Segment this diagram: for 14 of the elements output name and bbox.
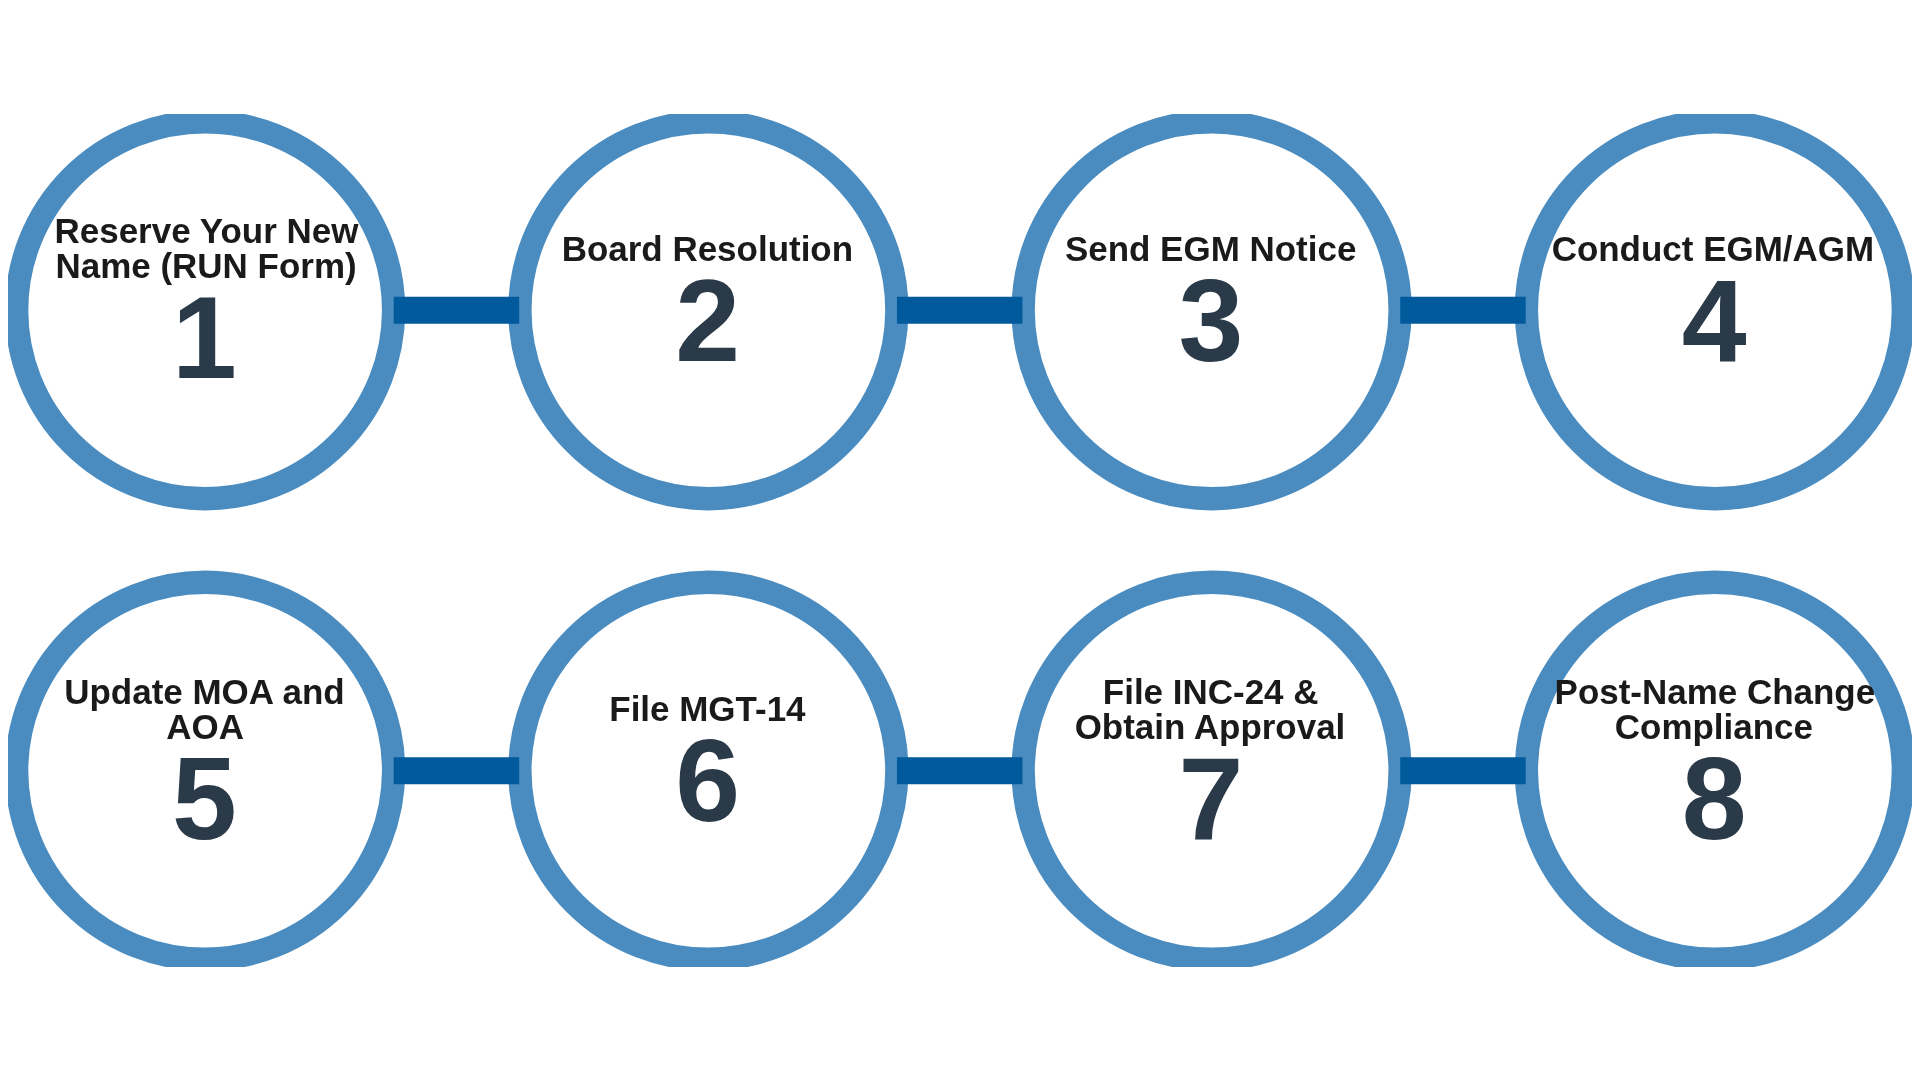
connector <box>393 756 520 784</box>
node-circle: Reserve Your New Name (RUN Form) 1 <box>8 113 406 510</box>
node-circle: Post-Name Change Compliance 8 <box>1514 570 1912 967</box>
connector <box>393 296 520 324</box>
node-circle: Send EGM Notice 3 <box>1011 113 1412 510</box>
connector <box>1400 756 1526 784</box>
connector <box>896 756 1023 784</box>
node-circle: File INC-24 & Obtain Approval 7 <box>1011 570 1412 967</box>
node-circle: File MGT-14 6 <box>508 570 909 967</box>
node-circle: Update MOA and AOA 5 <box>8 570 406 967</box>
connector <box>896 296 1023 324</box>
node-circle: Board Resolution 2 <box>508 113 909 510</box>
node-circle: Conduct EGM/AGM 4 <box>1514 113 1912 510</box>
connector <box>1400 296 1526 324</box>
